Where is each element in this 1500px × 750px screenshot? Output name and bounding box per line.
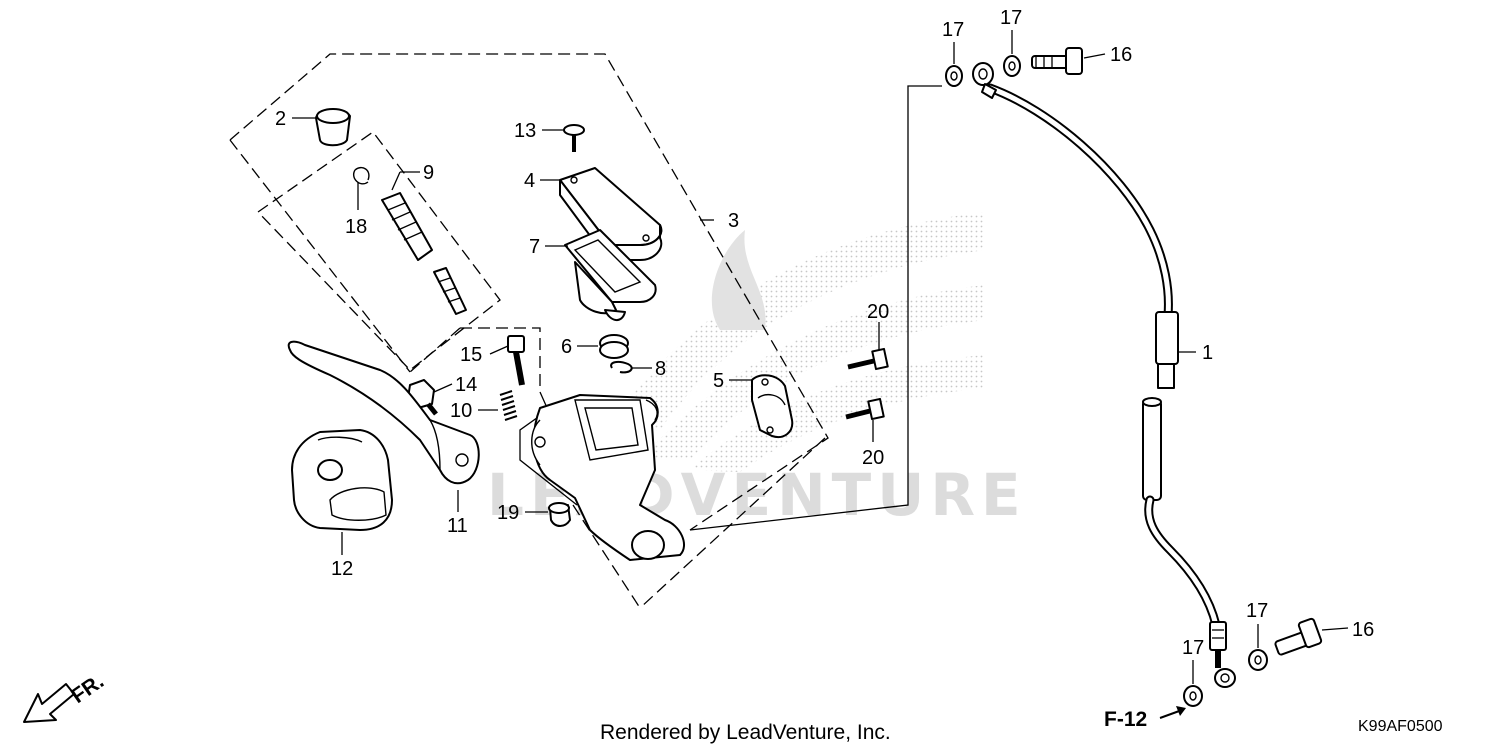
banjo-fitting-top bbox=[972, 62, 997, 99]
callout-16-top: 16 bbox=[1110, 44, 1132, 66]
diaphragm-part-7 bbox=[564, 229, 657, 321]
callout-15: 15 bbox=[460, 344, 482, 366]
watermark-logo: LEADVENTURE bbox=[487, 212, 1021, 529]
hose-connector-line bbox=[689, 85, 942, 531]
callout-2: 2 bbox=[275, 108, 286, 130]
callout-20-upper: 20 bbox=[867, 301, 889, 323]
callout-17-top-right: 17 bbox=[1000, 7, 1022, 29]
brake-hose-part-1 bbox=[985, 83, 1236, 688]
banjo-bolt-part-16-top bbox=[1031, 47, 1083, 75]
boot-cap-part-2 bbox=[315, 108, 351, 147]
dust-cap-part-19 bbox=[548, 502, 571, 527]
bolt-part-20-upper bbox=[847, 347, 889, 371]
assembly-outline-10-15 bbox=[409, 327, 578, 506]
callout-4: 4 bbox=[524, 170, 535, 192]
assembly-outline-9 bbox=[257, 131, 501, 371]
washer-part-17-bottom-right bbox=[1248, 649, 1268, 671]
footer-credit: Rendered by LeadVenture, Inc. bbox=[600, 721, 891, 744]
circlip-part-8 bbox=[610, 360, 633, 374]
callout-9: 9 bbox=[423, 162, 434, 184]
push-rod-part-9 bbox=[353, 166, 467, 315]
plate-part-6 bbox=[599, 334, 629, 359]
bolt-part-20-lower bbox=[845, 397, 885, 421]
callout-3: 3 bbox=[728, 210, 739, 232]
callout-16-bottom: 16 bbox=[1352, 619, 1374, 641]
callout-5: 5 bbox=[713, 370, 724, 392]
front-arrow-icon: FR. bbox=[23, 670, 108, 723]
callout-17-top-left: 17 bbox=[942, 19, 964, 41]
callout-20-lower: 20 bbox=[862, 447, 884, 469]
callout-1: 1 bbox=[1202, 342, 1213, 364]
master-cylinder-part-3 bbox=[531, 394, 685, 561]
holder-part-5 bbox=[751, 374, 794, 438]
banjo-bolt-part-16-bottom bbox=[1274, 617, 1323, 656]
section-reference: F-12 bbox=[1104, 706, 1186, 731]
front-indicator-label: FR. bbox=[67, 670, 108, 708]
section-reference-label: F-12 bbox=[1104, 708, 1147, 731]
pivot-bolt-part-15 bbox=[507, 335, 525, 386]
callout-6: 6 bbox=[561, 336, 572, 358]
callout-11: 11 bbox=[447, 515, 468, 537]
switch-housing-part-12 bbox=[291, 429, 393, 531]
callout-17-bottom-right: 17 bbox=[1246, 600, 1268, 622]
callout-17-bottom-left: 17 bbox=[1182, 637, 1204, 659]
callout-12: 12 bbox=[331, 558, 353, 580]
screw-part-13 bbox=[563, 124, 585, 152]
callout-7: 7 bbox=[529, 236, 540, 258]
washer-part-17-top-right bbox=[1003, 55, 1021, 77]
callout-18: 18 bbox=[345, 216, 367, 238]
arrow-right-icon bbox=[1176, 706, 1186, 716]
callout-14: 14 bbox=[455, 374, 477, 396]
diagram-code: K99AF0500 bbox=[1358, 718, 1443, 735]
callout-10: 10 bbox=[450, 400, 472, 422]
brake-lever-part-11 bbox=[287, 340, 480, 485]
spring-part-10 bbox=[499, 390, 518, 421]
assembly-outline-3 bbox=[229, 53, 829, 609]
washer-part-17-top-left bbox=[945, 65, 963, 87]
callout-19: 19 bbox=[497, 502, 519, 524]
washer-part-17-bottom-left bbox=[1183, 685, 1203, 707]
callout-13: 13 bbox=[514, 120, 536, 142]
callout-8: 8 bbox=[655, 358, 666, 380]
